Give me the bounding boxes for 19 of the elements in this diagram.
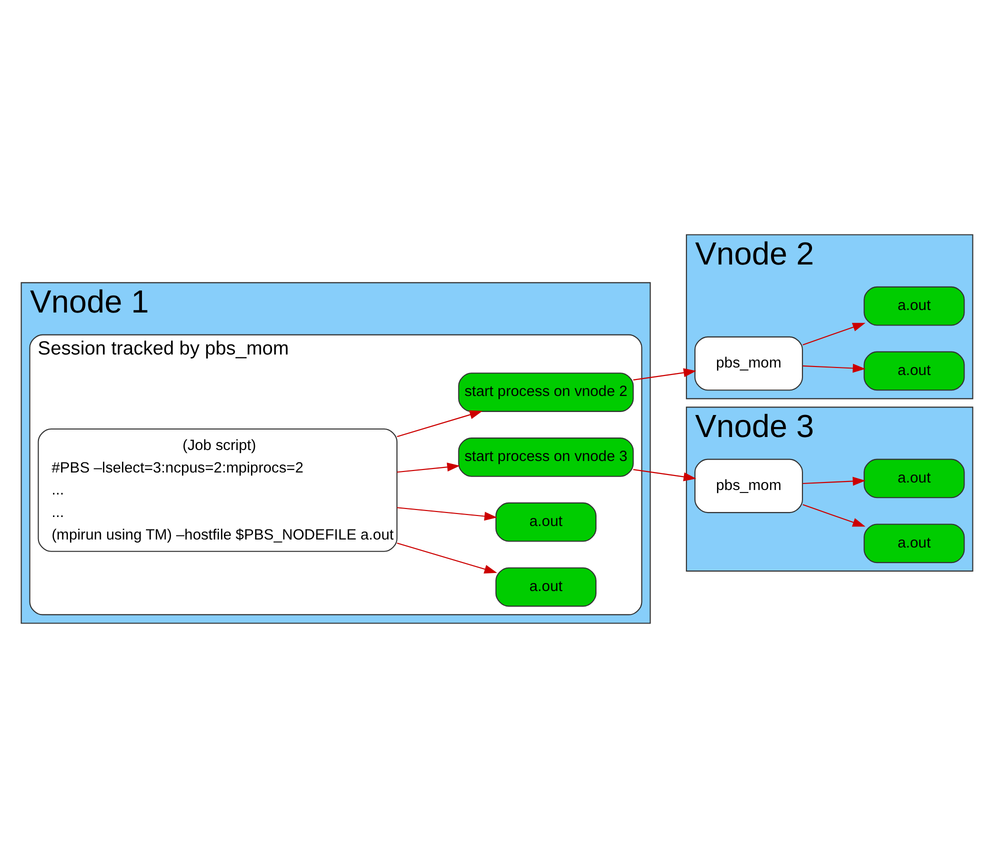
arrow [802,364,866,373]
node-box: start process on vnode 3 [458,438,634,477]
node-box: a.out [864,286,965,326]
arrow [802,322,866,346]
arrow [396,542,498,574]
arrow [802,476,866,486]
node-box: pbs_mom [694,336,803,391]
node-box: a.out [864,458,965,498]
node-box: a.out [495,502,596,542]
arrow [397,507,498,521]
node-box: start process on vnode 2 [458,372,634,412]
arrow [397,462,460,473]
node-box: a.out [495,567,596,607]
node-box: a.out [864,524,965,564]
arrow [802,504,866,527]
arrow [396,410,483,438]
node-box: pbs_mom [694,458,803,514]
node-box: (Job script) #PBS –lselect=3:ncpus=2:mpiprocs=2 ... ... (mpirun using TM) –hostfile $PBS_NODEFILE a.out [38,428,398,552]
node-box: a.out [864,351,965,391]
